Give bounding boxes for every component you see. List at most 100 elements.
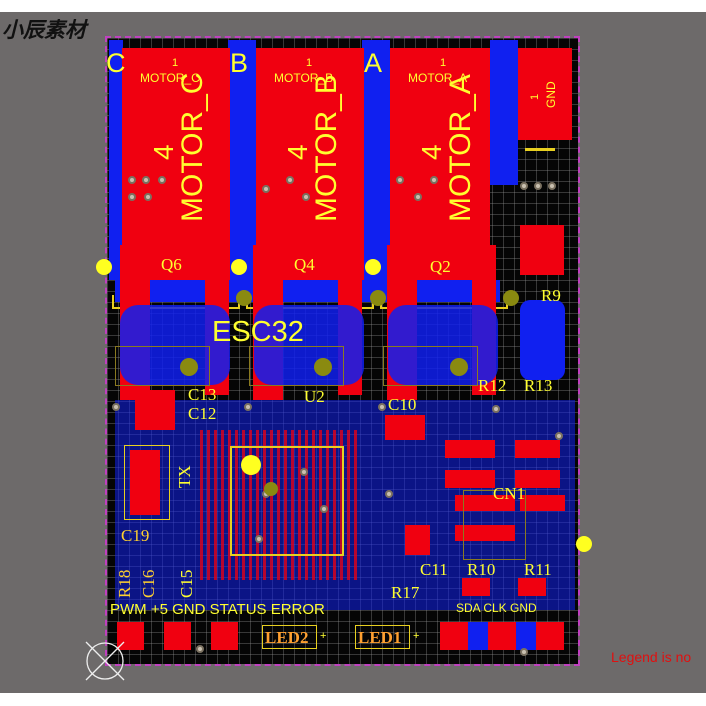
via: [128, 176, 136, 184]
smd-pad: [135, 390, 175, 430]
pad-pin-label: 1: [440, 57, 447, 69]
via: [414, 193, 422, 201]
designator-cn1: CN1: [493, 484, 526, 503]
fiducial-dot: [576, 536, 592, 552]
copper-pour: [120, 305, 230, 385]
via: [112, 403, 120, 411]
via: [142, 176, 150, 184]
pad-net-label: MOTOR_B: [274, 71, 334, 85]
smd-pad: [445, 470, 495, 488]
pad-pin-label: 4: [416, 144, 447, 160]
via: [520, 648, 528, 656]
designator-r9: R9: [541, 286, 561, 305]
cn1-outline: [463, 490, 526, 560]
via: [534, 182, 542, 190]
designator-c12: C12: [188, 404, 217, 423]
origin-marker-icon: [85, 641, 125, 681]
via: [492, 405, 500, 413]
via: [430, 176, 438, 184]
component-outline: [383, 346, 478, 386]
watermark: 小辰素材: [2, 19, 86, 42]
fiducial-dot: [365, 259, 381, 275]
designator-c11: C11: [420, 560, 448, 579]
motor-pad-b[interactable]: [256, 48, 364, 280]
smd-pad: [518, 578, 546, 596]
pad-pin-label: 4: [282, 144, 313, 160]
phase-label-a: A: [364, 48, 383, 78]
copper-trace: [468, 622, 488, 650]
designator-c15: C15: [177, 569, 196, 598]
designator-r13: R13: [524, 376, 553, 395]
designator-tx: TX: [175, 465, 194, 488]
motor-pad-a[interactable]: [390, 48, 490, 280]
gnd-pad[interactable]: [518, 48, 572, 140]
copper-trace: [109, 40, 123, 280]
component-outline: [124, 445, 170, 520]
via: [385, 490, 393, 498]
designator-c13: C13: [188, 385, 217, 404]
clk-pad[interactable]: [488, 622, 516, 650]
via: [128, 193, 136, 201]
pad-pin-label: 4: [148, 144, 179, 160]
mounting-dot: [503, 290, 519, 306]
via: [144, 193, 152, 201]
mounting-dot: [180, 358, 198, 376]
gnd-pad-i2c[interactable]: [536, 622, 564, 650]
via: [548, 182, 556, 190]
mounting-dot: [314, 358, 332, 376]
connector-label-right: SDA CLK GND: [456, 601, 537, 615]
via: [158, 176, 166, 184]
smd-pad: [462, 578, 490, 596]
designator-r11: R11: [524, 560, 552, 579]
via: [555, 432, 563, 440]
copper-pour: [254, 305, 364, 385]
pad-pin-label: 1: [529, 93, 541, 100]
led1-label: LED1: [358, 628, 402, 647]
mounting-dot: [370, 290, 386, 306]
via: [302, 193, 310, 201]
motor-pad-c[interactable]: [122, 48, 230, 280]
phase-label-b: B: [230, 48, 249, 78]
sda-pad[interactable]: [440, 622, 468, 650]
via: [244, 403, 252, 411]
designator-q6: Q6: [161, 255, 182, 274]
connector-label-left: PWM +5 GND STATUS ERROR: [110, 601, 325, 618]
designator-c10: C10: [388, 395, 417, 414]
designator-r18: R18: [115, 569, 134, 598]
smd-pad: [520, 495, 565, 511]
smd-pad: [520, 225, 564, 275]
pad-net-label: MOTOR_A: [408, 71, 468, 85]
smd-pad: [405, 525, 430, 555]
status-text: Legend is no: [611, 649, 692, 665]
via: [320, 505, 328, 513]
designator-r12: R12: [478, 376, 507, 395]
copper-trace: [362, 40, 390, 280]
smd-pad: [455, 495, 515, 511]
fiducial-dot: [231, 259, 247, 275]
mounting-dot: [264, 482, 278, 496]
smd-pad: [515, 470, 560, 488]
via: [286, 176, 294, 184]
component-designator: MOTOR_A: [444, 74, 477, 222]
5v-pad[interactable]: [164, 622, 191, 650]
component-designator: MOTOR_C: [176, 72, 209, 222]
copper-pour: [520, 300, 565, 380]
gnd-pad-bottom[interactable]: [211, 622, 238, 650]
silkscreen-mark: [525, 148, 555, 151]
led1[interactable]: LED1: [355, 625, 410, 649]
smd-pad: [385, 415, 425, 440]
pad-pin-label: 1: [306, 57, 313, 69]
via: [300, 468, 308, 476]
designator-c19: C19: [121, 526, 150, 545]
led2[interactable]: LED2: [262, 625, 317, 649]
smd-pad: [445, 440, 495, 458]
via: [396, 176, 404, 184]
via: [520, 182, 528, 190]
component-designator: MOTOR_B: [310, 74, 343, 222]
component-outline: [249, 346, 344, 386]
via: [262, 185, 270, 193]
designator-q2: Q2: [430, 257, 451, 276]
led2-label: LED2: [265, 628, 309, 647]
phase-label-c: C: [106, 48, 126, 78]
mounting-dot: [236, 290, 252, 306]
